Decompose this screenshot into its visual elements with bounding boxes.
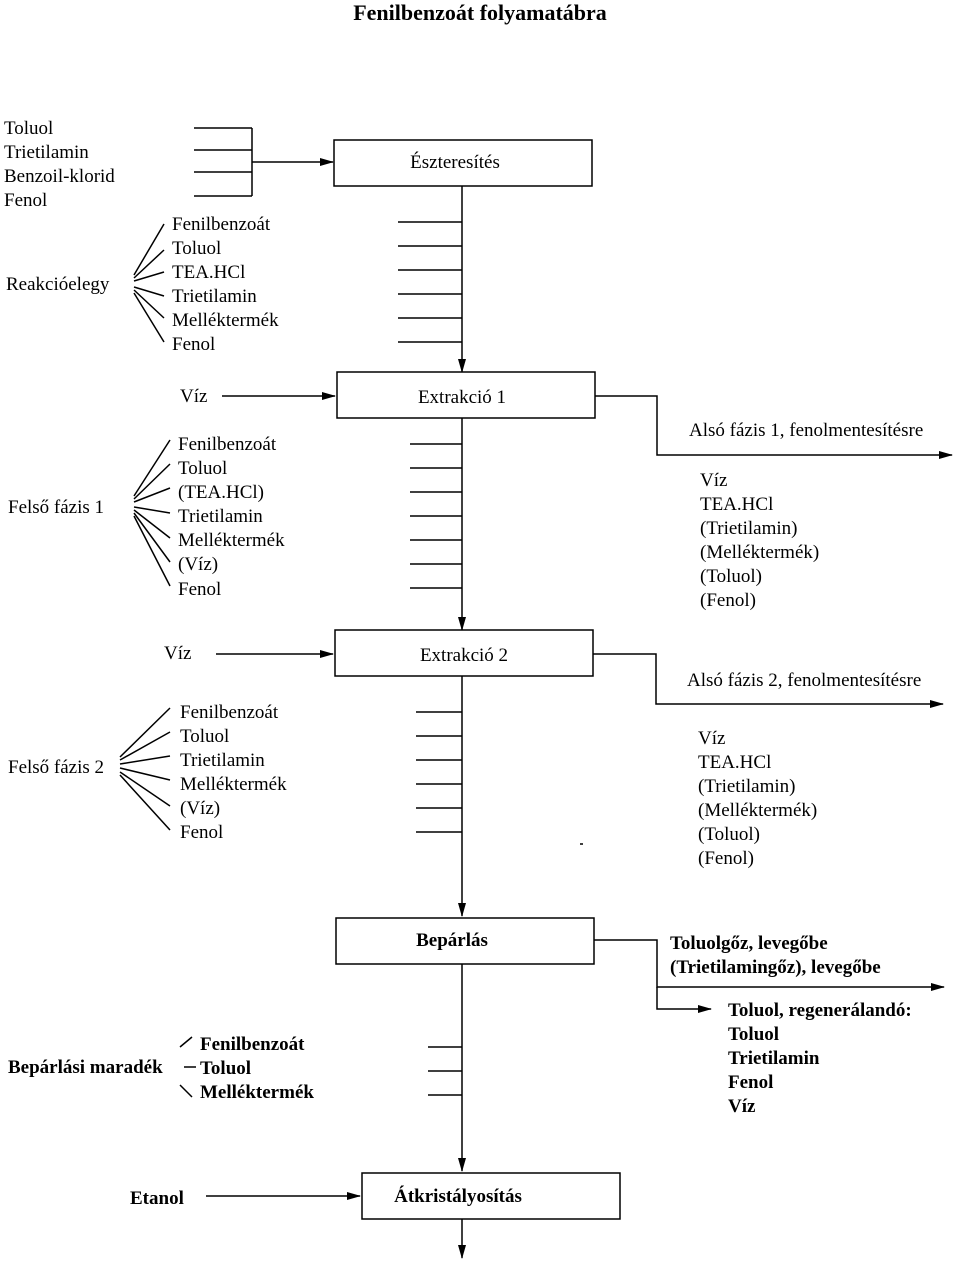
vapor-arrow: [594, 939, 945, 991]
process-box-esterification: [333, 139, 593, 187]
lower-phase2-label: Alsó fázis 2, fenolmentesítésre: [687, 670, 921, 691]
composition-item: (Fenol): [698, 848, 754, 869]
composition-item: (Fenol): [700, 590, 756, 611]
composition-item: Fenol: [178, 579, 221, 600]
composition-item: Melléktermék: [172, 310, 279, 331]
stream-composition-ticks: [410, 443, 462, 589]
composition-item: Toluol: [172, 238, 221, 259]
composition-item: Fenilbenzoát: [178, 434, 277, 455]
composition-item: Fenol: [180, 822, 223, 843]
lower-phase2-arrow: [593, 653, 944, 708]
composition-item: (Melléktermék): [698, 800, 817, 821]
lower-phase2-composition: Alsó fázis 2, fenolmentesítésre Víz TEA.…: [687, 670, 921, 869]
composition-item: Toluol: [200, 1058, 251, 1079]
composition-item: Toluol: [728, 1024, 779, 1045]
process-label-esterification: Észteresítés: [410, 151, 500, 173]
composition-item: (Toluol): [700, 566, 762, 587]
composition-item: TEA.HCl: [700, 494, 773, 515]
reaction-mixture-label: Reakcióelegy: [6, 274, 110, 295]
composition-item: Fenilbenzoát: [180, 702, 279, 723]
recovered-label: Toluol, regenerálandó:: [728, 1000, 912, 1021]
process-label-extraction1: Extrakció 1: [418, 387, 506, 408]
vapor-output: Toluolgőz, levegőbe (Trietilamingőz), le…: [670, 933, 881, 978]
composition-item: (Toluol): [698, 824, 760, 845]
composition-item: TEA.HCl: [698, 752, 771, 773]
stream-composition-ticks: [428, 1046, 462, 1096]
stream-composition-ticks: [416, 711, 462, 833]
recovered-toluene: Toluol, regenerálandó: Toluol Trietilami…: [728, 1000, 912, 1117]
composition-item: Melléktermék: [200, 1082, 314, 1103]
composition-item: Melléktermék: [178, 530, 285, 551]
composition-item: Fenilbenzoát: [172, 214, 271, 235]
composition-item: Trietilamin: [180, 750, 265, 771]
composition-item: Víz: [698, 728, 725, 749]
composition-item: TEA.HCl: [172, 262, 245, 283]
upper-phase1-label: Felső fázis 1: [8, 497, 104, 518]
composition-item: Melléktermék: [180, 774, 287, 795]
process-box-crystallization: [361, 1172, 621, 1220]
process-label-evaporation: Bepárlás: [416, 930, 488, 951]
lower-phase1-arrow: [595, 395, 953, 459]
feed-item: Toluol: [4, 118, 53, 139]
composition-item: (Víz): [180, 798, 220, 819]
residue-label: Bepárlási maradék: [8, 1057, 163, 1078]
composition-item: Fenol: [172, 334, 215, 355]
composition-item: Trietilamin: [178, 506, 263, 527]
feed-manifold: [194, 127, 334, 197]
composition-item: Fenilbenzoát: [200, 1034, 305, 1055]
composition-item: (Trietilamin): [698, 776, 795, 797]
composition-item: Toluol: [180, 726, 229, 747]
stream-composition-ticks: [398, 221, 462, 343]
composition-item: (TEA.HCl): [178, 482, 264, 503]
feed-item: Trietilamin: [4, 142, 89, 163]
upper-phase1-composition: Felső fázis 1 Fenilbenzoát Toluol (TEA.H…: [8, 434, 285, 600]
composition-item: (Trietilamin): [700, 518, 797, 539]
process-box-extraction1: [336, 371, 596, 419]
composition-item: Víz: [700, 470, 727, 491]
composition-item: Trietilamin: [172, 286, 257, 307]
diagram-title: Fenilbenzoát folyamatábra: [353, 0, 607, 25]
feed-list: Toluol Trietilamin Benzoil-klorid Fenol: [4, 118, 115, 211]
upper-phase2-composition: Felső fázis 2 Fenilbenzoát Toluol Trieti…: [8, 702, 287, 843]
lower-phase1-composition: Alsó fázis 1, fenolmentesítésre Víz TEA.…: [689, 420, 923, 611]
residue-composition: Bepárlási maradék Fenilbenzoát Toluol Me…: [8, 1034, 314, 1103]
water-input-1: Víz: [180, 386, 207, 407]
composition-item: Fenol: [728, 1072, 773, 1093]
process-box-evaporation: [335, 917, 595, 965]
composition-item: Trietilamin: [728, 1048, 820, 1069]
reaction-mixture-composition: Reakcióelegy Fenilbenzoát Toluol TEA.HCl…: [6, 214, 279, 355]
process-box-extraction2: [334, 629, 594, 677]
feed-item: Fenol: [4, 190, 47, 211]
feed-item: Benzoil-klorid: [4, 166, 115, 187]
composition-item: (Víz): [178, 554, 218, 575]
recovered-arrow: [656, 987, 712, 1013]
process-label-crystallization: Átkristályosítás: [394, 1185, 522, 1207]
process-label-extraction2: Extrakció 2: [420, 645, 508, 666]
vapor-item: Toluolgőz, levegőbe: [670, 933, 828, 954]
composition-item: (Melléktermék): [700, 542, 819, 563]
upper-phase2-label: Felső fázis 2: [8, 757, 104, 778]
composition-item: Víz: [728, 1096, 756, 1117]
lower-phase1-label: Alsó fázis 1, fenolmentesítésre: [689, 420, 923, 441]
ethanol-input: Etanol: [130, 1188, 184, 1209]
water-input-2: Víz: [164, 643, 191, 664]
composition-item: Toluol: [178, 458, 227, 479]
vapor-item: (Trietilamingőz), levegőbe: [670, 957, 881, 978]
